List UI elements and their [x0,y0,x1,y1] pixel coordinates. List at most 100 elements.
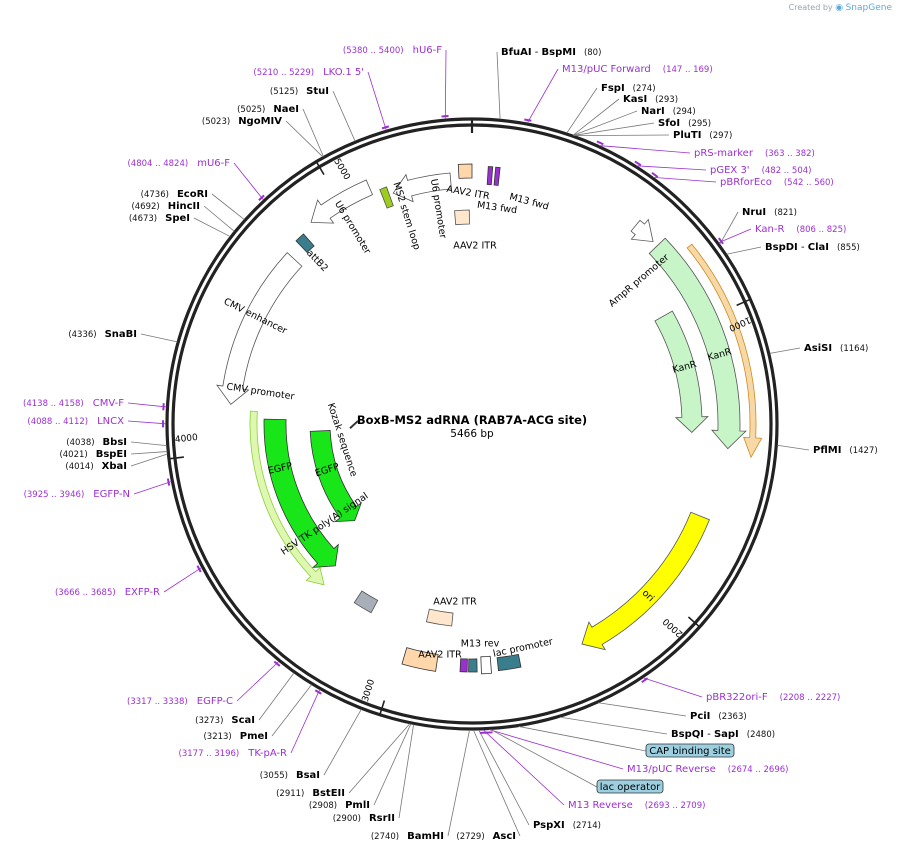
enzyme-label[interactable]: (3273)ScaI [195,715,255,726]
enzyme-label[interactable]: (2729)AscI [456,831,516,842]
enzyme-label[interactable]: PspXI(2714) [533,820,601,831]
enzyme-position: (295) [688,119,711,129]
primer-label[interactable]: (4804 .. 4824)mU6-F [127,158,230,169]
ruler-tick-label: 2000 [661,616,685,639]
ruler-tick-label: 5000 [331,157,351,182]
primer-hU6-F-leader [444,49,447,120]
enzyme-XbaI-leader [130,453,168,467]
primer-binding-mark [634,160,642,167]
primer-label[interactable]: pBRforEco(542 .. 560) [720,177,834,188]
primer-binding-mark [651,172,659,178]
enzyme-label[interactable]: AsiSI(1164) [804,343,868,354]
primer-name: TK-pA-R [247,748,287,759]
primer-label[interactable]: pRS-marker(363 .. 382) [694,148,815,159]
primer-label[interactable]: pBR322ori-F(2208 .. 2227) [706,692,840,703]
enzyme-name: PspXI [533,820,565,831]
enzyme-label[interactable]: (4692)HincII [131,201,200,212]
enzyme-label[interactable]: BspQI - SapI(2480) [671,729,775,740]
boxed-feature-box[interactable] [645,743,735,758]
enzyme-BspQI-leader [559,716,668,735]
enzyme-label[interactable]: FspI(274) [601,83,656,94]
enzyme-HincII-leader [203,205,235,232]
enzyme-label[interactable]: NarI(294) [641,106,696,117]
enzyme-label[interactable]: (2900)RsrII [333,813,395,824]
enzyme-label[interactable]: (5025)NaeI [237,104,299,115]
primer-range: (3925 .. 3946) [24,490,85,500]
primer-binding-mark [166,478,171,486]
enzyme-label[interactable]: (4038)BbsI [66,437,127,448]
primer-binding-mark [273,660,281,667]
enzyme-label[interactable]: (4336)SnaBI [68,329,137,340]
enzyme-label[interactable]: PflMI(1427) [813,445,878,456]
primer-label[interactable]: (4138 .. 4158)CMV-F [23,398,124,409]
egfp-inner-arrow [309,430,363,522]
primer-label[interactable]: Kan-R(806 .. 825) [755,224,846,235]
enzyme-label[interactable]: (4736)EcoRI [141,189,208,200]
enzyme-label[interactable]: (4673)SpeI [129,213,190,224]
enzyme-label[interactable]: (3055)BsaI [260,770,320,781]
primer-label[interactable]: (5380 .. 5400) hU6-F [343,45,442,56]
enzyme-label[interactable]: (5023)NgoMIV [202,116,282,127]
kanr-orf-outline [686,243,763,459]
primer-label[interactable]: M13/pUC Reverse(2674 .. 2696) [627,764,788,775]
enzyme-label[interactable]: (4014)XbaI [65,461,127,472]
enzyme-PluTI-leader [574,134,670,137]
u6-promoter-label-a: U6 promoter [332,199,373,256]
primer-pBR322ori-F-leader [642,677,703,698]
enzyme-NarI-leader [573,110,638,136]
primer-label[interactable]: M13 Reverse(2693 .. 2709) [568,800,705,811]
primer-name: M13 Reverse [568,800,633,811]
plasmid-name: BoxB-MS2 adRNA (RAB7A-ACG site) [357,413,587,427]
primer-label[interactable]: (3666 .. 3685)EXFP-R [55,587,160,598]
enzyme-label[interactable]: PluTI(297) [673,130,732,141]
enzyme-position: (3055) [260,771,288,781]
ampr-promoter-arrow [630,218,654,243]
enzyme-BspEI-leader [130,451,168,455]
enzyme-label[interactable]: PciI(2363) [690,711,747,722]
primer-binding-mark [718,237,724,245]
primer-label[interactable]: (3925 .. 3946)EGFP-N [24,489,130,500]
enzyme-name: SfoI [658,118,680,129]
egfp-outer-arrow [263,418,339,568]
primer-range: (5210 .. 5229) [253,68,314,78]
primer-label[interactable]: pGEX 3'(482 .. 504) [710,165,811,176]
enzyme-name: KasI [623,94,647,105]
enzyme-label[interactable]: (2911)BstEII [276,788,345,799]
primer-label[interactable]: (3177 .. 3196)TK-pA-R [179,748,288,759]
primer-label[interactable]: M13/pUC Forward(147 .. 169) [562,64,713,75]
enzyme-label[interactable]: (4021)BspEI [59,449,127,460]
primer-name: Kan-R [755,224,784,235]
primer-label[interactable]: (5210 .. 5229) LKO.1 5' [253,67,364,78]
primer-name: hU6-F [413,45,443,56]
ruler-tick [687,616,700,627]
aav2-itr-bottom-inner [425,608,454,627]
primer-Kan-R-leader [718,228,752,244]
enzyme-label[interactable]: NruI(821) [742,207,797,218]
primer-name: mU6-F [197,158,230,169]
enzyme-PmeI-leader [271,684,312,737]
enzyme-label[interactable]: BfuAI - BspMI(80) [501,47,601,58]
enzyme-BbsI-leader [130,441,167,447]
primer-label[interactable]: (4088 .. 4112)LNCX [27,416,124,427]
primer-name: LKO.1 5' [323,67,364,78]
enzyme-name: ScaI [231,715,255,726]
enzyme-label[interactable]: (5125)StuI [270,86,329,97]
primer-EXFP-R-leader [163,567,202,593]
enzyme-label[interactable]: (2908)PmlI [309,800,370,811]
aav2-itr-bottom-inner-label: AAV2 ITR [433,597,477,608]
primer-name: pBRforEco [720,177,772,188]
ruler-tick-label: 3000 [361,678,378,703]
primer-label[interactable]: (3317 .. 3338)EGFP-C [127,696,233,707]
enzyme-position: (80) [584,48,601,58]
enzyme-label[interactable]: SfoI (295) [658,118,711,129]
enzyme-name: EcoRI [177,189,208,200]
enzyme-label[interactable]: (2740)BamHI [371,831,444,842]
enzyme-name: PmlI [345,800,370,811]
boxed-feature-box[interactable] [596,779,664,794]
enzyme-label[interactable]: (3213)PmeI [203,731,268,742]
enzyme-name: BstEII [312,788,345,799]
primer-range: (5380 .. 5400) [343,46,404,56]
enzyme-label[interactable]: KasI(293) [623,94,678,105]
enzyme-label[interactable]: BspDI - ClaI(855) [765,242,860,253]
ruler-tick-label: 4000 [174,433,198,446]
